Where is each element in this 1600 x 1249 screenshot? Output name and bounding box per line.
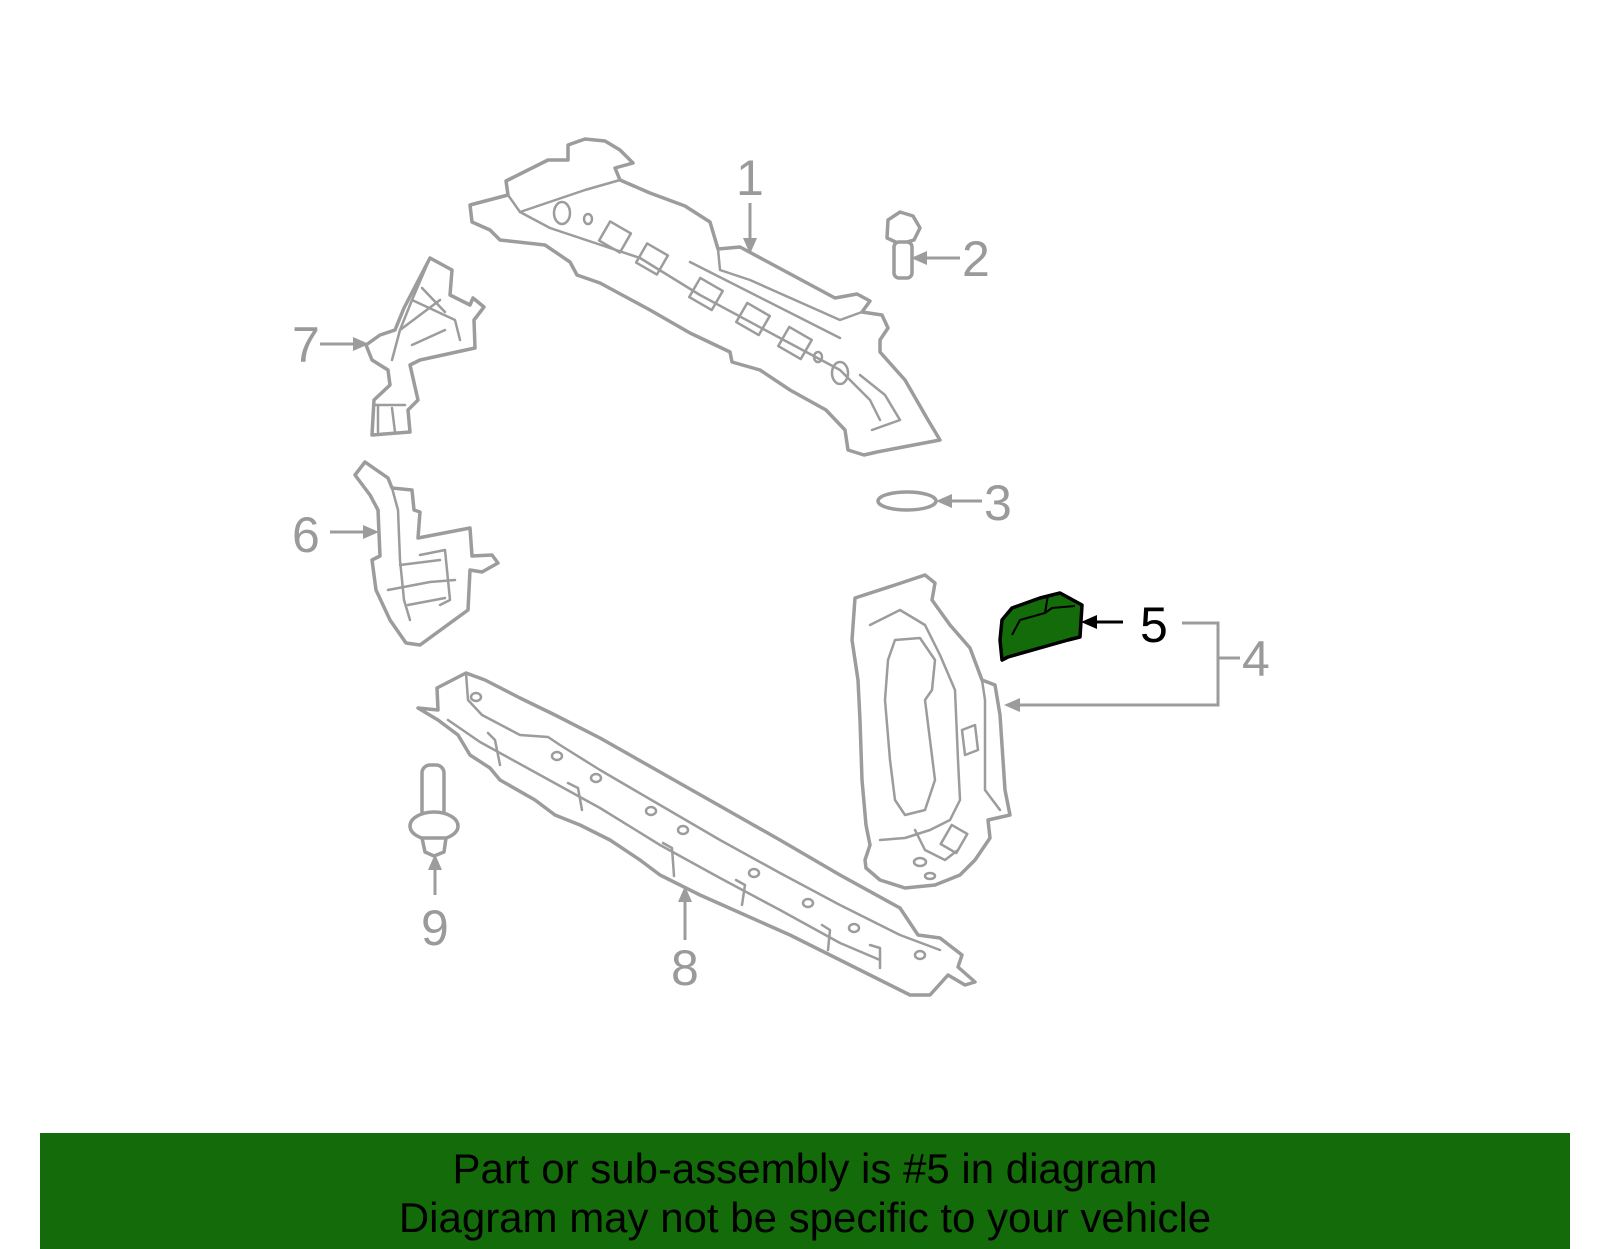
callout-6[interactable]: 6 bbox=[292, 507, 320, 563]
leader-8 bbox=[678, 886, 692, 940]
leader-1 bbox=[743, 203, 757, 254]
part-2-bolt[interactable] bbox=[885, 210, 922, 280]
banner-line-1: Part or sub-assembly is #5 in diagram bbox=[452, 1145, 1158, 1192]
leader-9 bbox=[428, 854, 442, 895]
leader-6 bbox=[330, 525, 379, 539]
part-6-bracket[interactable] bbox=[353, 460, 500, 647]
leader-5 bbox=[1081, 615, 1123, 629]
leader-4 bbox=[1004, 621, 1240, 712]
callout-4[interactable]: 4 bbox=[1242, 631, 1270, 687]
leader-7 bbox=[320, 337, 369, 351]
callout-2[interactable]: 2 bbox=[962, 231, 990, 287]
callout-7[interactable]: 7 bbox=[292, 317, 320, 373]
part-4-side-panel[interactable] bbox=[850, 573, 1012, 890]
callout-3[interactable]: 3 bbox=[984, 475, 1012, 531]
banner-line-2: Diagram may not be specific to your vehi… bbox=[398, 1194, 1212, 1241]
part-7-bracket[interactable] bbox=[364, 256, 486, 437]
callout-9[interactable]: 9 bbox=[421, 900, 449, 956]
part-3-seal[interactable] bbox=[876, 490, 938, 512]
callout-8[interactable]: 8 bbox=[671, 940, 699, 996]
part-9-bolt[interactable] bbox=[408, 763, 460, 858]
callout-5[interactable]: 5 bbox=[1140, 597, 1168, 653]
part-1-upper-support[interactable] bbox=[468, 137, 942, 457]
part-5-bracket-highlighted[interactable] bbox=[998, 591, 1084, 662]
leader-3 bbox=[936, 494, 982, 508]
callout-1[interactable]: 1 bbox=[736, 150, 764, 206]
part-8-lower-support[interactable] bbox=[416, 671, 977, 997]
info-banner: Part or sub-assembly is #5 in diagram Di… bbox=[40, 1133, 1570, 1249]
leader-2 bbox=[911, 251, 960, 265]
